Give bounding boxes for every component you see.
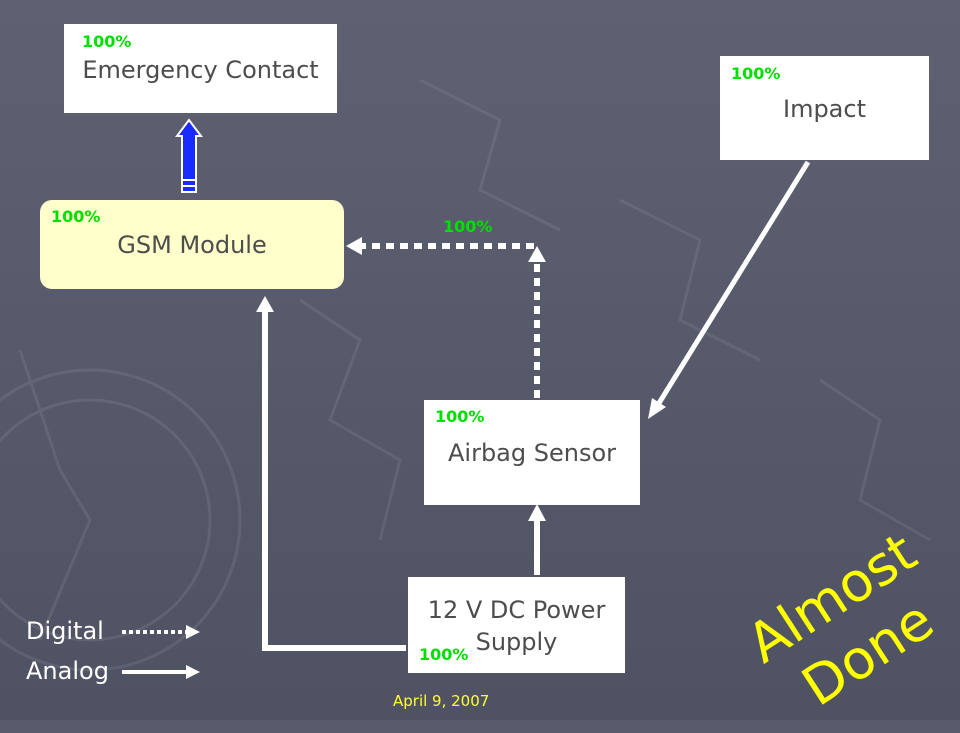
airbag-sensor-label: Airbag Sensor: [447, 439, 617, 467]
power-supply-label-line2: Supply: [475, 628, 558, 656]
gsm-module-box: GSM Module: [40, 200, 344, 289]
airbag-sensor-box: Airbag Sensor: [424, 400, 640, 505]
power-supply-box: 12 V DC Power Supply: [408, 577, 625, 673]
emergency-contact-label: Emergency Contact: [82, 56, 319, 84]
gsm-module-label: GSM Module: [117, 231, 267, 259]
airbag-sensor-percent: 100%: [435, 407, 485, 426]
emergency-contact-box: Emergency Contact: [64, 24, 337, 113]
power-supply-label-line1: 12 V DC Power: [427, 596, 606, 624]
emergency-contact-percent: 100%: [82, 32, 132, 51]
power-supply-percent: 100%: [419, 645, 469, 664]
gsm-module-percent: 100%: [51, 207, 101, 226]
legend-digital-label: Digital: [26, 617, 104, 645]
impact-percent: 100%: [731, 64, 781, 83]
legend-analog-label: Analog: [26, 657, 109, 685]
impact-label: Impact: [782, 95, 866, 123]
footer-date: April 9, 2007: [393, 692, 490, 710]
digital-link-percent: 100%: [443, 217, 493, 236]
impact-box: Impact: [720, 56, 929, 160]
